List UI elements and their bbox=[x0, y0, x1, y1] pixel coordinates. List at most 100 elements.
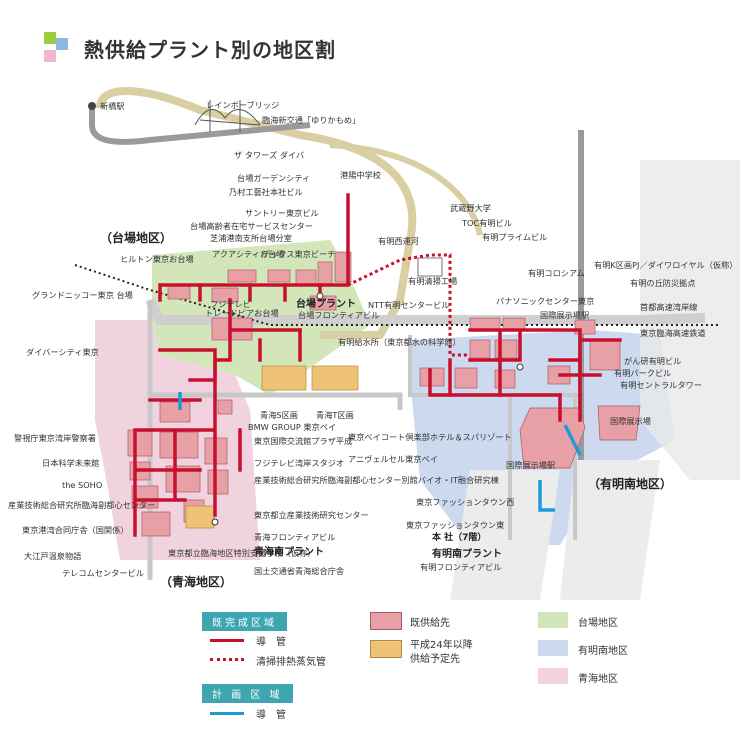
label-nomura: 乃村工藝社本社ビル bbox=[229, 187, 303, 197]
label-tokyo-port-office: 東京港湾合同庁舎（国関係） bbox=[22, 525, 128, 535]
label-ariake-plant: 有明南プラント bbox=[432, 547, 502, 560]
ariake-plant-marker bbox=[516, 363, 524, 371]
label-tokyo-industrial-tech: 東京都立産業技術研究センター bbox=[254, 510, 369, 520]
pipes-planned bbox=[178, 392, 582, 512]
label-ariake-park: 有明パークビル bbox=[614, 368, 671, 378]
shinbashi-station-marker bbox=[88, 102, 96, 110]
label-hilton: ヒルトン東京お台場 bbox=[120, 254, 194, 264]
aomi-plant-marker bbox=[211, 518, 219, 526]
label-rinkai: 東京臨海高速鉄道 bbox=[640, 328, 706, 338]
steam-pipe bbox=[347, 253, 470, 357]
label-ariake-k: 有明K区画PJ／ダイワロイヤル（仮称） bbox=[594, 260, 737, 270]
label-aqua-city: アクアシティお台場 bbox=[212, 249, 284, 259]
legend-pipe-label: 導 管 bbox=[256, 637, 286, 648]
label-aomi-s: 青海S区画 bbox=[260, 410, 298, 420]
label-aomi-district: （青海地区） bbox=[160, 574, 232, 589]
label-fashion-east: 東京ファッションタウン東 bbox=[406, 520, 504, 530]
legend-planned-supply-label-2: 供給予定先 bbox=[410, 654, 460, 665]
label-decks: デックス東京ビーチ bbox=[262, 249, 335, 259]
label-telecom-center: テレコムセンタービル bbox=[62, 568, 144, 578]
label-colosseum: 有明コロシアム bbox=[528, 268, 585, 278]
legend-completed-head: 既完成区域 bbox=[202, 612, 287, 631]
label-big-sight-station: 国際展示場駅 bbox=[506, 460, 555, 470]
label-daiba-garden: 台場ガーデンシティ bbox=[237, 173, 310, 183]
label-daiba-plant: 台場プラント bbox=[296, 297, 356, 310]
map-labels: 新橋駅 レインボーブリッジ 臨海新交通「ゆりかもめ」 ザ タワーズ ダイバ 台場… bbox=[8, 100, 737, 589]
legend-pipe-blue-icon bbox=[210, 712, 244, 715]
yurikamome-branch bbox=[329, 142, 483, 236]
label-ariake-oka: 有明の丘防災拠点 bbox=[630, 278, 696, 288]
label-aomi-frontier: 青海フロンティアビル bbox=[254, 532, 335, 542]
legend-planned-supply-swatch bbox=[370, 640, 402, 658]
legend-aomi-swatch bbox=[538, 668, 568, 684]
label-aomi-plant: 青海南プラント bbox=[254, 545, 324, 558]
label-intl-exchange: 東京国際交流館プラザ平成 bbox=[254, 436, 352, 446]
pipes-completed bbox=[133, 193, 622, 537]
label-daiba-plant-sub: 台場フロンティアビル bbox=[298, 310, 379, 320]
label-water-science: 有明給水所（東京都水の科学館） bbox=[338, 337, 461, 347]
shinbashi-track bbox=[89, 108, 311, 145]
label-toc: TOC有明ビル bbox=[461, 218, 512, 228]
label-fashion-west: 東京ファッションタウン西 bbox=[416, 497, 514, 507]
label-cleaning: 有明清掃工場 bbox=[408, 276, 457, 286]
land-strip-lower bbox=[450, 470, 560, 600]
title-color-squares-icon bbox=[44, 32, 68, 68]
legend-daiba-swatch bbox=[538, 612, 568, 628]
label-shibaura-office: 芝浦港南支所台場分室 bbox=[210, 233, 292, 243]
rainbow-bridge-icon bbox=[194, 100, 261, 132]
expressway bbox=[145, 297, 706, 325]
label-trade-pia: トレードピアお台場 bbox=[205, 308, 279, 318]
label-big-sight: 国際展示場 bbox=[610, 416, 651, 426]
legend-supplied-swatch bbox=[370, 612, 402, 630]
label-cancer-ken: がん研有明ビル bbox=[624, 356, 681, 366]
label-fuji-tv: フジテレビ bbox=[210, 299, 251, 309]
legend-ariake-swatch bbox=[538, 640, 568, 656]
legend-daiba-label: 台場地区 bbox=[578, 618, 618, 629]
label-grand-nikko: グランドニッコー東京 台場 bbox=[32, 290, 133, 300]
legend-planned-head: 計 画 区 域 bbox=[202, 684, 293, 703]
label-expressway: 首都高速湾岸線 bbox=[640, 302, 697, 312]
buildings-planned bbox=[185, 365, 359, 529]
railway-rinkai bbox=[74, 264, 720, 326]
label-daiba-district: （台場地区） bbox=[100, 230, 172, 245]
label-fuji-wangan: フジテレビ湾岸スタジオ bbox=[254, 458, 344, 468]
label-ariake-prime: 有明プライムビル bbox=[482, 232, 547, 242]
label-oedo-onsen: 大江戸温泉物語 bbox=[24, 551, 81, 561]
label-the-soho: the SOHO bbox=[62, 480, 102, 490]
label-ntt: NTT有明センタービル bbox=[368, 300, 449, 310]
label-twin-towers: ザ タワーズ ダイバ bbox=[234, 150, 304, 160]
page-title: 熱供給プラント別の地区割 bbox=[84, 38, 336, 62]
label-rainbow: レインボーブリッジ bbox=[206, 100, 279, 110]
legend-supplied-label: 既供給先 bbox=[410, 618, 450, 629]
label-ariake-nishi: 有明西運河 bbox=[378, 236, 419, 246]
legend-planned-pipe-label: 導 管 bbox=[256, 710, 286, 721]
label-ariake-central: 有明セントラルタワー bbox=[620, 380, 702, 390]
label-minato-school: 港陽中学校 bbox=[340, 170, 381, 180]
label-suntory: サントリー東京ビル bbox=[245, 208, 319, 218]
label-bay-court: 東京ベイコート倶楽部ホテル＆スパリゾート bbox=[348, 432, 512, 442]
legend-planned-supply-label-1: 平成24年以降 bbox=[410, 640, 473, 651]
label-coast-guard: 警視庁東京湾岸警察署 bbox=[14, 433, 96, 443]
label-shinbashi: 新橋駅 bbox=[100, 101, 125, 111]
label-aist-main: 産業技術総合研究所臨海副都心センター別館バイオ・IT融合研究棟 bbox=[254, 475, 499, 485]
legend-pipe-red-icon bbox=[210, 639, 244, 642]
label-panasonic: パナソニックセンター東京 bbox=[496, 296, 594, 306]
legend-steam-label: 清掃排熱蒸気管 bbox=[256, 657, 326, 668]
label-aist-waterfront: 産業技術総合研究所臨海副都心センター bbox=[8, 500, 155, 510]
legend-aomi-label: 青海地区 bbox=[578, 674, 618, 685]
label-elderly-center: 台場高齢者在宅サービスセンター bbox=[190, 221, 313, 231]
label-fashion-hq: 本 社（7階） bbox=[432, 531, 486, 543]
label-diver-city: ダイバーシティ東京 bbox=[26, 347, 99, 357]
label-big-sight-west: 国際展示場駅 bbox=[540, 310, 589, 320]
district-map: 新橋駅 レインボーブリッジ 臨海新交通「ゆりかもめ」 ザ タワーズ ダイバ 台場… bbox=[8, 87, 740, 600]
label-special-school: 東京都立臨海地区特別支援学校（仮称） bbox=[168, 548, 315, 558]
ariake-cleaning-plant bbox=[417, 257, 443, 277]
label-yurikamome: 臨海新交通「ゆりかもめ」 bbox=[262, 115, 360, 125]
label-mlit-joint: 国土交通省青海総合庁舎 bbox=[254, 566, 344, 576]
label-aomi-t: 青海T区画 bbox=[316, 410, 354, 420]
yurikamome-line bbox=[96, 87, 417, 339]
legend-steam-icon bbox=[210, 658, 244, 661]
buildings-supplied bbox=[127, 251, 641, 537]
daiba-plant-marker bbox=[316, 292, 324, 300]
label-musashino: 武蔵野大学 bbox=[450, 203, 491, 213]
